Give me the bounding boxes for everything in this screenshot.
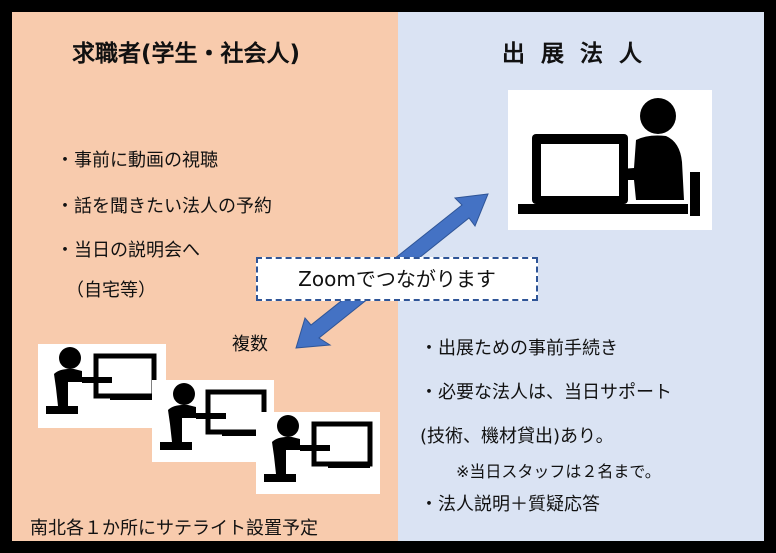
left-item-2: ・話を聞きたい法人の予約 <box>56 196 272 217</box>
person-at-screen-icon <box>152 380 274 462</box>
zoom-connection-label: Zoomでつながります <box>256 257 538 301</box>
right-item-3: (技術、機材貸出)あり。 <box>420 426 614 447</box>
left-item-4: （自宅等） <box>66 280 156 301</box>
exhibitor-title: 出 展 法 人 <box>502 41 647 67</box>
left-item-3: ・当日の説明会へ <box>56 240 200 261</box>
satellite-note: 南北各１か所にサテライト設置予定 <box>30 518 318 539</box>
person-at-screen-icon <box>256 412 380 494</box>
multiple-label: 複数 <box>232 334 268 355</box>
person-at-screen-icon <box>38 344 166 428</box>
jobseeker-title: 求職者(学生・社会人) <box>72 41 301 67</box>
staff-note: ※当日スタッフは２名まで。 <box>456 462 661 481</box>
right-item-1: ・出展ための事前手続き <box>420 338 618 359</box>
left-item-1: ・事前に動画の視聴 <box>56 150 218 171</box>
person-at-laptop-icon <box>508 90 712 230</box>
right-item-2: ・必要な法人は、当日サポート <box>420 382 672 403</box>
right-item-4: ・法人説明＋質疑応答 <box>420 494 600 515</box>
